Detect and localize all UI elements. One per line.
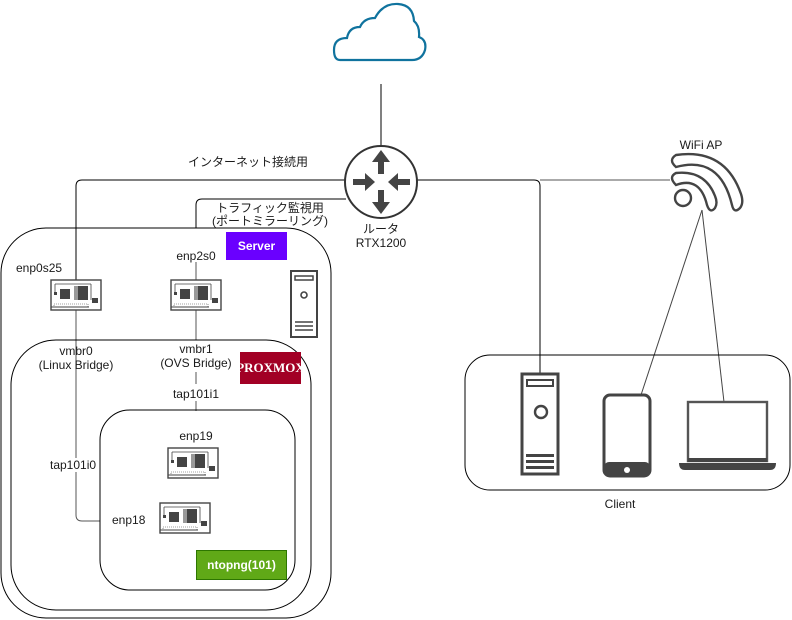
server-tower-icon bbox=[290, 270, 318, 338]
bridge-label-vmbr1: vmbr1 bbox=[179, 342, 213, 356]
internet-link bbox=[75, 179, 346, 280]
nic-card-icon bbox=[167, 447, 219, 479]
bridge-type-vmbr0: (Linux Bridge) bbox=[38, 358, 114, 372]
router-icon bbox=[344, 145, 418, 219]
internet-link-label: インターネット接続用 bbox=[188, 155, 309, 169]
proxmox-group bbox=[10, 339, 312, 611]
vm-group bbox=[99, 409, 296, 591]
wifi-ap-label: WiFi AP bbox=[679, 138, 723, 152]
nic-card-icon bbox=[159, 502, 211, 534]
tap-label-tap101i0: tap101i0 bbox=[50, 458, 97, 472]
client-group-label: Client bbox=[604, 497, 636, 511]
proxmox-badge: PROXMOX bbox=[236, 352, 305, 384]
laptop-icon bbox=[679, 400, 776, 470]
router-client-link bbox=[416, 179, 541, 374]
mirror-link-label-line2: (ポートミラーリング) bbox=[212, 214, 328, 228]
nic-card-icon bbox=[170, 279, 222, 311]
wifi-phone-link bbox=[640, 209, 703, 396]
internet-link-down bbox=[75, 310, 100, 522]
tap-label-tap101i1: tap101i1 bbox=[172, 387, 220, 401]
smartphone-icon bbox=[602, 393, 652, 478]
desktop-tower-icon bbox=[520, 372, 560, 476]
server-group bbox=[0, 227, 332, 619]
nic-label-enp0s25: enp0s25 bbox=[16, 261, 63, 275]
bridge-type-vmbr1: (OVS Bridge) bbox=[160, 356, 232, 370]
ntopng-badge: ntopng(101) bbox=[196, 550, 287, 580]
nic-label-enp18: enp18 bbox=[112, 513, 146, 527]
router-label-line1: ルータ bbox=[362, 222, 399, 236]
server-badge: Server bbox=[226, 232, 287, 260]
router-label-line2: RTX1200 bbox=[355, 236, 407, 250]
client-group bbox=[464, 354, 791, 491]
bridge-label-vmbr0: vmbr0 bbox=[59, 344, 93, 358]
nic-label-enp19: enp19 bbox=[179, 429, 213, 443]
connection-lines bbox=[75, 84, 725, 522]
nic-label-enp2s0: enp2s0 bbox=[176, 249, 216, 263]
wifi-icon bbox=[670, 152, 744, 212]
nic-card-icon bbox=[50, 279, 102, 311]
cloud-icon bbox=[332, 2, 427, 62]
wifi-laptop-link bbox=[701, 209, 725, 403]
mirror-link bbox=[195, 198, 346, 228]
mirror-link-label-line1: トラフィック監視用 bbox=[216, 201, 324, 215]
